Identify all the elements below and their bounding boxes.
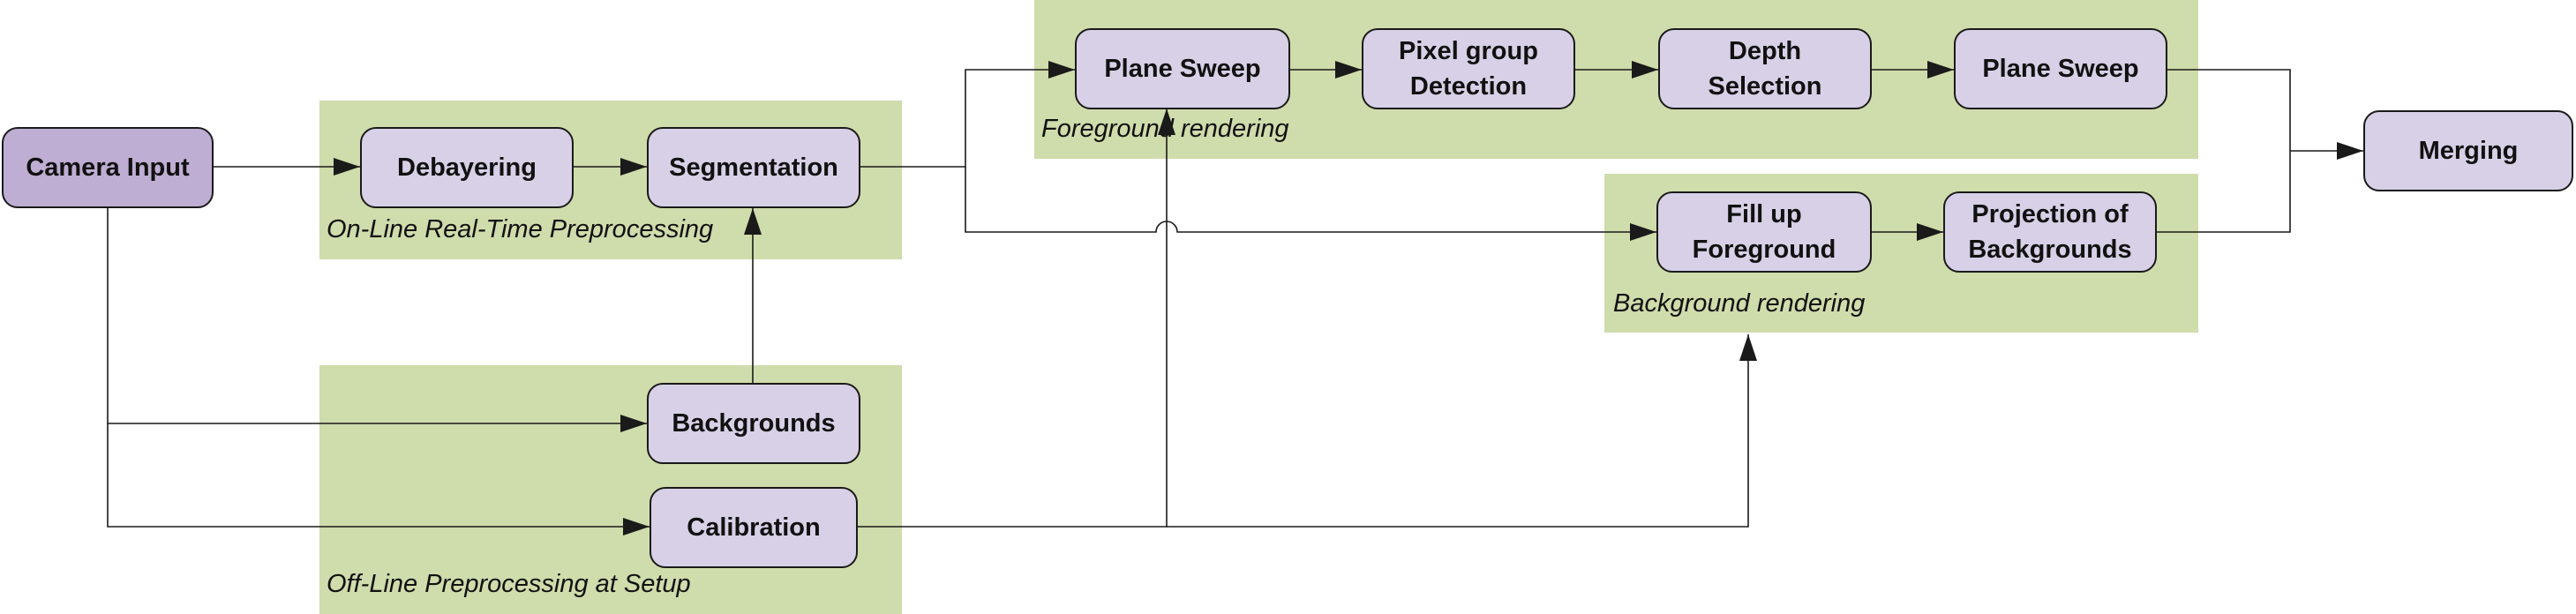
node-merging: Merging	[2363, 110, 2573, 191]
region-label-offline: Off-Line Preprocessing at Setup	[327, 570, 691, 598]
edge-calibration-to-plane-sweep	[856, 109, 1175, 528]
edge-camera-to-backgrounds	[107, 206, 647, 432]
node-plane-sweep-2: Plane Sweep	[1954, 28, 2167, 109]
node-depth-selection: Depth Selection	[1658, 28, 1872, 109]
region-label-online: On-Line Real-Time Preprocessing	[327, 215, 714, 243]
node-plane-sweep-1: Plane Sweep	[1075, 28, 1290, 109]
edge-calibration-to-background	[1167, 334, 1757, 528]
edge-projection-to-merging	[2155, 151, 2291, 233]
edge-segmentation-to-fill-up	[965, 167, 1656, 241]
node-fill-up-foreground: Fill up Foreground	[1656, 191, 1872, 273]
node-debayering: Debayering	[360, 127, 574, 208]
region-label-background: Background rendering	[1613, 289, 1866, 318]
node-calibration: Calibration	[650, 487, 858, 568]
node-camera-input: Camera Input	[2, 127, 214, 208]
node-pixel-group-detection: Pixel group Detection	[1362, 28, 1575, 109]
edge-segmentation-to-plane-sweep	[859, 61, 1075, 168]
edge-camera-to-calibration	[107, 423, 650, 535]
node-projection-of-backgrounds: Projection of Backgrounds	[1943, 191, 2157, 273]
edge-plane-sweep-to-merging	[2166, 69, 2291, 151]
node-segmentation: Segmentation	[647, 127, 860, 208]
node-backgrounds: Backgrounds	[647, 383, 860, 464]
